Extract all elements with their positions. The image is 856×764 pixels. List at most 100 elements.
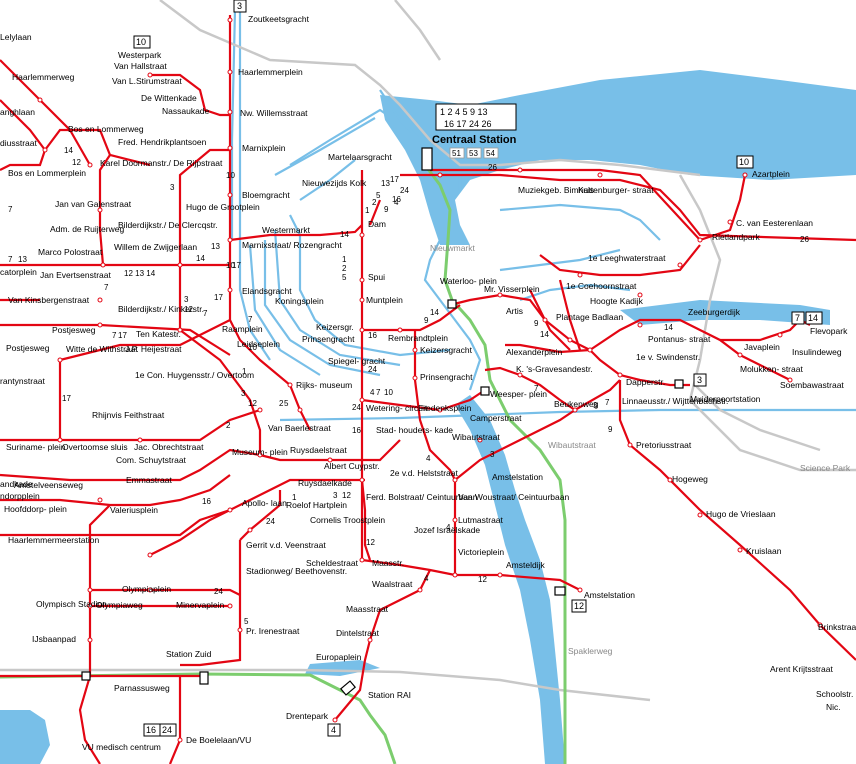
station-label: Karel Doormanstr./ De Rijpstraat <box>100 158 223 168</box>
waterlooplein-marker[interactable] <box>447 299 457 309</box>
station-label: Schoolstr. <box>816 689 853 699</box>
station-label: Bilderdijkstr./ De Clercqstr. <box>118 220 218 230</box>
svg-text:4: 4 <box>424 574 429 583</box>
station-label: Museum- plein <box>232 447 288 457</box>
station-label: Westerpark <box>118 50 162 60</box>
edge-label: Lelylaan <box>0 32 32 42</box>
edge-label: anghlaan <box>0 107 35 117</box>
svg-text:7: 7 <box>104 283 109 292</box>
station-label: Van L.Stirumstraat <box>112 76 182 86</box>
centraal-label-block: 1 2 4 5 9 13 16 17 24 26 Centraal Statio… <box>432 103 517 159</box>
station-label: 1e Con. Huygensstr./ Overtoom <box>135 370 254 380</box>
station-label: Van Hallstraat <box>114 61 167 71</box>
svg-text:7: 7 <box>605 398 610 407</box>
station-label: Victorieplein <box>458 547 504 557</box>
svg-text:24: 24 <box>214 587 223 596</box>
edge-label: andkade <box>0 479 33 489</box>
svg-text:4: 4 <box>370 388 375 397</box>
station-label: Jozef Israëlskade <box>414 525 480 535</box>
station-label: Linnaeusstr./ Wijttenbachstr. <box>622 396 728 406</box>
station-label: Rhijnvis Feithstraat <box>92 410 165 420</box>
station-label: Maasstraat <box>346 604 389 614</box>
station-label: Bloemgracht <box>242 190 290 200</box>
station-label: Westermarkt <box>262 225 311 235</box>
route-box-24: 24 <box>162 725 172 735</box>
station-label: Hugo de Grootplein <box>186 202 260 212</box>
svg-text:10: 10 <box>384 388 393 397</box>
svg-text:12: 12 <box>478 575 487 584</box>
station-label: Ruysdaelstraat <box>290 445 347 455</box>
station-label: Wetering- circuit <box>366 403 428 413</box>
svg-text:1: 1 <box>342 255 347 264</box>
weesperplein-marker[interactable] <box>480 386 490 396</box>
station-label: Pretoriusstraat <box>636 440 692 450</box>
svg-text:12: 12 <box>342 491 351 500</box>
station-label: De Wittenkade <box>141 93 197 103</box>
station-label: Nw. Willemsstraat <box>240 108 308 118</box>
svg-text:26: 26 <box>488 163 497 172</box>
station-label: Arent Krijtsstraat <box>770 664 833 674</box>
station-label: Roelof Hartplein <box>286 500 347 510</box>
station-label: 2e v.d. Helststraat <box>390 468 459 478</box>
station-label: Scheldestraat <box>306 558 359 568</box>
station-label: IJsbaanpad <box>32 634 76 644</box>
station-label: Dapperstr. <box>626 377 665 387</box>
station-label: Martelaarsgracht <box>328 152 392 162</box>
rail-station-label: Science Park <box>800 463 851 473</box>
svg-text:7: 7 <box>534 384 539 393</box>
station-zuid-marker[interactable] <box>199 671 209 685</box>
muiderpoortstation-marker[interactable] <box>674 379 684 389</box>
station-label: Bos en Lommerplein <box>8 168 86 178</box>
metro-51-label: 51 <box>452 149 461 158</box>
station-label: Mr. Visserplein <box>484 284 540 294</box>
station-label: Keizersgracht <box>420 345 473 355</box>
svg-text:14: 14 <box>540 330 549 339</box>
station-label: Soembawastraat <box>780 380 844 390</box>
centraal-lines-row2: 16 17 24 26 <box>444 119 492 129</box>
station-label: Valeriusplein <box>110 505 158 515</box>
centraal-station-title: Centraal Station <box>432 134 517 146</box>
tram-lines <box>0 15 856 764</box>
station-label: Amstelveenseweg <box>14 480 83 490</box>
svg-text:26: 26 <box>800 235 809 244</box>
route-box-3-east: 3 <box>697 375 702 385</box>
station-label: Brinkstraat <box>818 622 856 632</box>
station-label: Bilderdijkstr./ Kinkerstr. <box>118 304 204 314</box>
station-label: De Boelelaan/VU <box>186 735 251 745</box>
station-label: Haarlemmermeerstation <box>8 535 99 545</box>
tram-stops <box>37 17 823 743</box>
svg-text:3: 3 <box>593 401 598 410</box>
station-label: Europaplein <box>316 652 362 662</box>
station-rai-marker[interactable] <box>339 680 357 696</box>
svg-text:4: 4 <box>446 523 451 532</box>
svg-text:14: 14 <box>340 230 349 239</box>
station-label: Hoogte Kadijk <box>590 296 644 306</box>
svg-text:2: 2 <box>226 421 231 430</box>
station-label: Elandsgracht <box>242 286 292 296</box>
station-label: Waalstraat <box>372 579 413 589</box>
centraal-lines-row1: 1 2 4 5 9 13 <box>440 107 488 117</box>
svg-text:7: 7 <box>8 205 13 214</box>
svg-text:9: 9 <box>534 319 539 328</box>
svg-text:5: 5 <box>244 617 249 626</box>
centraal-station-marker[interactable] <box>421 147 433 171</box>
station-label: Postjesweg <box>52 325 96 335</box>
station-label: Alexanderplein <box>506 347 563 357</box>
station-label: Van Woustraat/ Ceintuurbaan <box>458 492 569 502</box>
svg-text:16: 16 <box>202 497 211 506</box>
svg-text:3: 3 <box>241 389 246 398</box>
edge-label: Postjesweg <box>6 343 50 353</box>
svg-text:24: 24 <box>266 517 275 526</box>
water-rai <box>305 660 380 676</box>
route-boxes: 3 10 10 7 14 3 12 16 24 4 <box>133 0 823 737</box>
amstelveenseweg-marker[interactable] <box>81 671 91 681</box>
svg-text:4: 4 <box>394 198 399 207</box>
amstelstation-marker[interactable] <box>554 586 566 596</box>
water-southwest <box>0 710 50 764</box>
svg-text:2: 2 <box>372 198 377 207</box>
station-label: Ten Katestr. <box>136 329 181 339</box>
station-label: Waterloo- plein <box>440 276 497 286</box>
line-numbers: 14 12 7 7 13 7 12 13 14 3 13 14 10 10 17… <box>8 146 809 626</box>
station-label: Lutmastraat <box>458 515 504 525</box>
